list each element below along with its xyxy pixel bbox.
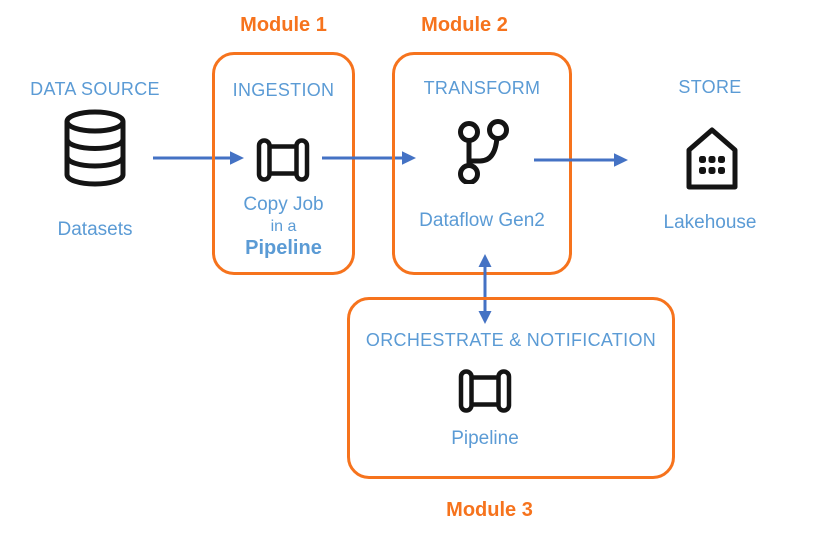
module3-heading: ORCHESTRATE & NOTIFICATION — [365, 330, 657, 350]
data-source-title: DATA SOURCE — [30, 79, 160, 99]
arrow-ingestion-to-transform-icon — [321, 148, 416, 168]
arrow-transform-to-store-icon — [533, 150, 628, 170]
module1-title: Module 1 — [240, 14, 327, 36]
module2-box — [392, 52, 572, 275]
store-title: STORE — [678, 77, 742, 97]
store-label: Lakehouse — [663, 212, 757, 233]
database-icon — [62, 108, 128, 188]
data-source-label: Datasets — [57, 219, 133, 240]
module3-caption: Pipeline — [451, 428, 519, 449]
module2-heading: TRANSFORM — [423, 78, 541, 98]
pipeline-icon — [458, 369, 512, 413]
module1-box — [212, 52, 355, 275]
module2-caption: Dataflow Gen2 — [419, 210, 545, 231]
module2-title: Module 2 — [421, 14, 508, 36]
module1-caption-line3: Pipeline — [245, 237, 322, 259]
pipeline-icon — [256, 138, 310, 182]
module3-box — [347, 297, 675, 479]
arrow-transform-orchestrate-icon — [475, 254, 495, 324]
module1-heading: INGESTION — [232, 80, 335, 100]
arrow-source-to-ingestion-icon — [152, 148, 244, 168]
module1-caption-line1: Copy Job — [243, 194, 324, 215]
dataflow-gen2-icon — [455, 118, 509, 184]
lakehouse-icon — [681, 123, 743, 193]
module1-caption-line2: in a — [270, 218, 297, 235]
module3-title: Module 3 — [446, 499, 533, 521]
